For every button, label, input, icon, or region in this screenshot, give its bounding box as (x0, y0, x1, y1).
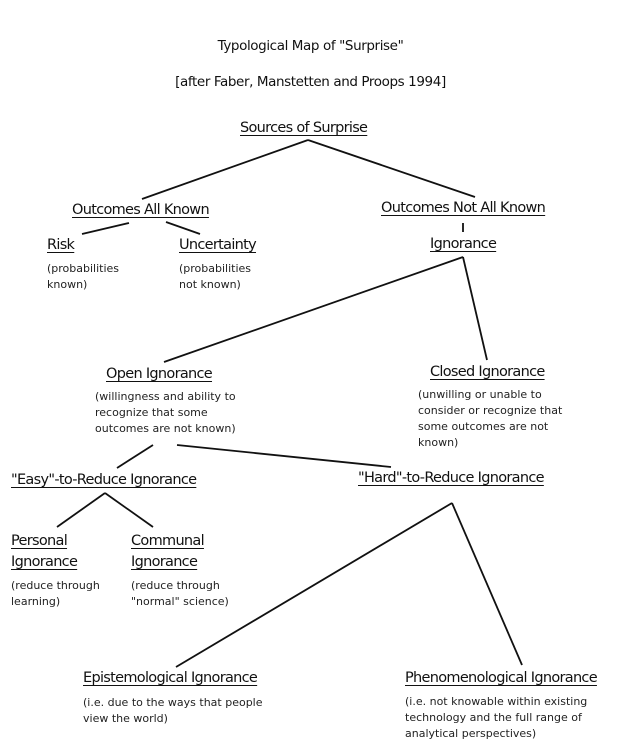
node-hard-to-reduce: "Hard"-to-Reduce Ignorance (358, 470, 545, 486)
edge-sources-allknown (141, 139, 309, 200)
edge-allknown-uncertainty (165, 221, 201, 235)
node-phenomenological-ignorance: Phenomenological Ignorance (405, 670, 598, 686)
node-outcomes-not-all-known: Outcomes Not All Known (381, 200, 546, 216)
edge-easy-personal (56, 492, 106, 528)
edge-open-hard (176, 444, 392, 468)
node-outcomes-all-known: Outcomes All Known (72, 202, 210, 218)
node-easy-to-reduce: "Easy"-to-Reduce Ignorance (11, 472, 197, 488)
node-closed-ignorance: Closed Ignorance (430, 364, 545, 380)
node-sources-of-surprise: Sources of Surprise (240, 120, 368, 136)
diagram-title: Typological Map of "Surprise" (217, 38, 404, 54)
edge-open-easy (116, 444, 154, 469)
closed-ignorance-description: (unwilling or unable to consider or reco… (418, 388, 563, 449)
personal-ignorance-description: (reduce through learning) (11, 579, 100, 608)
node-personal-ignorance: Personal Ignorance (11, 533, 78, 570)
node-ignorance: Ignorance (430, 236, 497, 252)
epistemological-ignorance-description: (i.e. due to the ways that people view t… (83, 696, 263, 725)
node-risk: Risk (47, 237, 75, 253)
phenomenological-ignorance-description: (i.e. not knowable within existing techn… (405, 695, 588, 740)
risk-description: (probabilities known) (47, 262, 120, 291)
node-open-ignorance: Open Ignorance (106, 366, 213, 382)
edge-easy-communal (104, 492, 154, 528)
node-communal-ignorance: Communal Ignorance (131, 533, 205, 570)
communal-ignorance-description: (reduce through "normal" science) (131, 579, 229, 608)
diagram-subtitle: [after Faber, Manstetten and Proops 1994… (175, 74, 446, 90)
uncertainty-description: (probabilities not known) (179, 262, 252, 291)
edge-allknown-risk (81, 222, 130, 235)
node-uncertainty: Uncertainty (179, 237, 257, 253)
edge-ignorance-open (163, 256, 464, 363)
node-epistemological-ignorance: Epistemological Ignorance (83, 670, 258, 686)
open-ignorance-description: (willingness and ability to recognize th… (95, 390, 236, 435)
edge-hard-epistemological (175, 502, 453, 668)
edge-ignorance-closed (462, 256, 488, 361)
edge-hard-phenomenological (451, 502, 523, 666)
edge-sources-notallknown (307, 139, 476, 198)
